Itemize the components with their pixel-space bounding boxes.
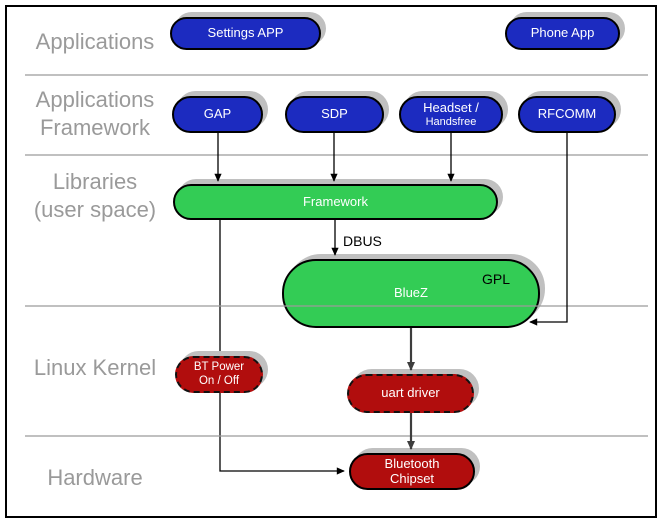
layer-label-text: Linux Kernel xyxy=(33,355,157,380)
node-label: RFCOMM xyxy=(537,106,597,122)
node-bt-power: BT Power On / Off xyxy=(175,356,263,393)
layer-label-hardware: Hardware xyxy=(10,464,180,492)
node-label: Bluetooth xyxy=(384,455,440,471)
node-label: Phone App xyxy=(530,25,595,41)
layer-label-linux-kernel: Linux Kernel xyxy=(10,354,180,382)
layer-label-text: Libraries xyxy=(52,169,138,194)
node-label: BT Power xyxy=(193,361,245,374)
node-label: On / Off xyxy=(198,374,240,387)
node-bluez: BlueZ GPL xyxy=(282,259,540,328)
layer-label-applications: Applications xyxy=(10,28,180,56)
node-headset-handsfree: Headset / Handsfree xyxy=(399,96,503,133)
node-settings-app: Settings APP xyxy=(170,17,321,50)
node-label: Settings APP xyxy=(207,25,284,41)
layer-label-text: (user space) xyxy=(33,197,157,222)
node-gap: GAP xyxy=(172,96,263,133)
node-uart-driver: uart driver xyxy=(347,374,474,413)
layer-label-text: Applications xyxy=(35,87,155,112)
layer-label-text: Hardware xyxy=(47,465,143,490)
gpl-license-tag: GPL xyxy=(481,271,510,287)
node-phone-app: Phone App xyxy=(505,17,620,50)
node-framework: Framework xyxy=(173,184,498,220)
node-label: SDP xyxy=(321,106,348,122)
diagram-border xyxy=(5,5,657,518)
layer-label-applications-framework: Applications Framework xyxy=(10,86,180,142)
node-rfcomm: RFCOMM xyxy=(518,96,616,133)
layer-label-libraries: Libraries (user space) xyxy=(10,168,180,224)
layer-label-text: Framework xyxy=(39,115,150,140)
node-label: uart driver xyxy=(381,385,440,401)
node-label: Headset / xyxy=(423,99,479,115)
dbus-edge-label: DBUS xyxy=(343,233,382,249)
node-label: BlueZ xyxy=(394,285,428,301)
layer-label-text: Applications xyxy=(35,29,155,54)
node-bluetooth-chipset: Bluetooth Chipset xyxy=(349,453,475,490)
node-label: GAP xyxy=(203,106,232,122)
node-label: Chipset xyxy=(389,470,435,486)
node-sdp: SDP xyxy=(285,96,384,133)
node-label: Handsfree xyxy=(425,115,477,128)
node-label: Framework xyxy=(302,193,368,209)
